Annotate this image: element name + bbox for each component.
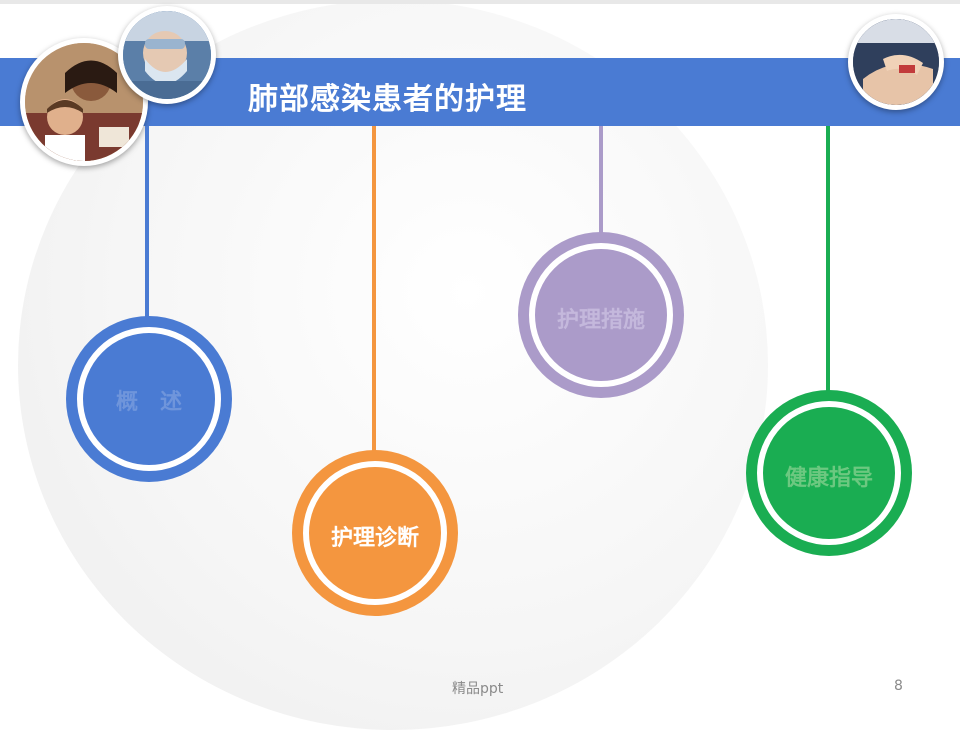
node-diagnosis[interactable]: 护理诊断 <box>292 450 458 616</box>
stem-overview <box>145 126 149 322</box>
node-overview-label: 概 述 <box>115 390 182 415</box>
photo-surgeon-icon <box>118 6 216 104</box>
page-number: 8 <box>894 678 903 694</box>
slide-title: 肺部感染患者的护理 <box>248 82 527 117</box>
photo-hands-icon <box>848 14 944 110</box>
node-measures[interactable]: 护理措施 <box>518 232 684 398</box>
top-divider <box>0 0 960 4</box>
node-diagnosis-label: 护理诊断 <box>330 526 419 551</box>
node-overview[interactable]: 概 述 <box>66 316 232 482</box>
stem-guidance <box>826 126 830 394</box>
stem-diagnosis <box>372 126 376 456</box>
node-guidance[interactable]: 健康指导 <box>746 390 912 556</box>
node-measures-label: 护理措施 <box>556 308 645 333</box>
stem-measures <box>599 126 603 236</box>
node-guidance-label: 健康指导 <box>784 466 873 491</box>
footer-text: 精品ppt <box>452 681 504 697</box>
